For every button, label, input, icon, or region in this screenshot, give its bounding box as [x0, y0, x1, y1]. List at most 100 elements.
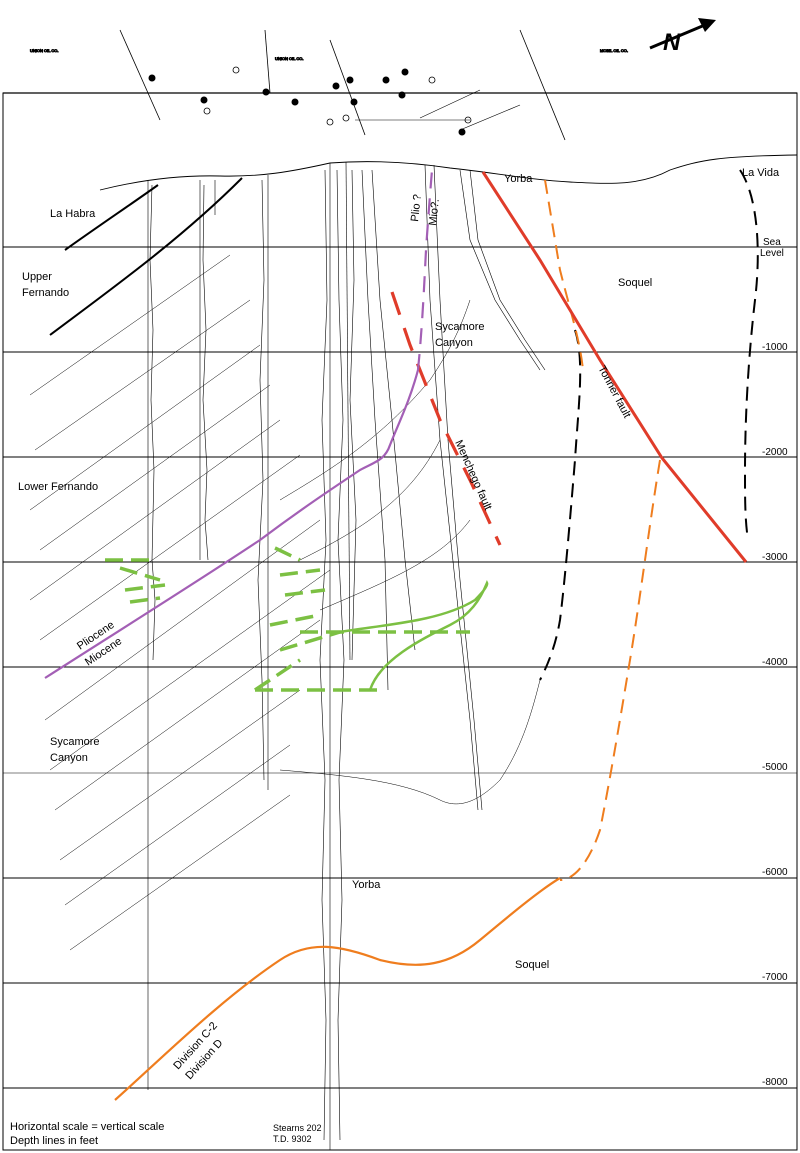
correlation-lines [29, 254, 541, 951]
well-symbol-open-icon [464, 116, 472, 124]
formation-label-lower-fernando: Lower Fernando [18, 481, 98, 493]
lease-label: UNION OIL CO. [275, 56, 304, 61]
well-symbol-open-icon [342, 114, 350, 122]
correlation-line [64, 744, 291, 906]
lease-line [119, 29, 161, 121]
map-strip: UNION OIL CO. UNION OIL CO. MOBIL OIL CO… [3, 29, 797, 141]
log-curve [349, 169, 357, 661]
green-lens [339, 579, 489, 691]
lease-label: UNION OIL CO. [30, 48, 59, 53]
well-symbol-icon [458, 128, 466, 136]
correlation-line [34, 299, 251, 451]
formation-label-sycamore-canyon: Canyon [435, 337, 473, 349]
well-symbol-icon [291, 98, 299, 106]
lease-line [519, 29, 566, 141]
depth-label: -8000 [762, 1077, 788, 1088]
well-symbol-icon [200, 96, 208, 104]
well-symbol-open-icon [203, 107, 211, 115]
sea-level-label: Sea [763, 237, 781, 248]
log-curve [371, 169, 416, 651]
well-symbol-open-icon [232, 66, 240, 74]
well-name: Stearns 202 [273, 1123, 322, 1133]
log-curve [469, 169, 546, 371]
depth-label: -4000 [762, 657, 788, 668]
yorba-soquel-boundary-black [539, 329, 582, 681]
formation-boundaries [49, 177, 243, 336]
green-lens-fill [339, 579, 489, 691]
green-marker [279, 568, 321, 577]
plio-mio-dashed-boundary [416, 169, 434, 371]
plio-label: Plio ? [409, 194, 424, 223]
log-curve [459, 169, 541, 371]
log-curve [202, 184, 209, 561]
well-label: Stearns 202 T.D. 9302 [273, 1123, 322, 1144]
well-symbol-icon [350, 98, 358, 106]
well-symbol-icon [382, 76, 390, 84]
lease-line [264, 29, 271, 94]
correlation-line [44, 519, 321, 721]
correlation-line [29, 419, 281, 601]
north-arrow-icon: N [649, 18, 716, 56]
green-marker [274, 546, 301, 562]
formation-label-yorba: Yorba [352, 879, 381, 891]
log-curve [149, 184, 156, 661]
depth-label: -6000 [762, 867, 788, 878]
log-curve [257, 179, 265, 781]
depth-lines [3, 246, 797, 1089]
menchego-fault [390, 291, 502, 546]
frame [2, 92, 798, 1151]
formation-label-la-habra: La Habra [50, 208, 96, 220]
formation-label-soquel: Soquel [618, 277, 652, 289]
well-symbol-icon [332, 82, 340, 90]
mio-label: Mio?. [427, 198, 442, 226]
depth-scale: Sea Level -1000 -2000 -3000 -4000 -5000 … [760, 237, 788, 1088]
green-marker [129, 596, 161, 604]
well-logs [147, 161, 546, 1150]
well-symbol-icon [398, 91, 406, 99]
well-symbol-icon [346, 76, 354, 84]
correlation-line [29, 254, 231, 396]
scale-notes: Horizontal scale = vertical scale Depth … [10, 1121, 164, 1147]
depth-label: -2000 [762, 447, 788, 458]
depth-label: -3000 [762, 552, 788, 563]
green-marker [124, 583, 166, 592]
correlation-line [39, 454, 301, 641]
correlation-line [39, 384, 271, 551]
pliocene-miocene-boundary [44, 369, 420, 679]
log-curve [433, 164, 483, 811]
log-curve [336, 169, 345, 1141]
division-boundary [114, 877, 561, 1101]
tonner-fault [481, 171, 748, 563]
formation-label-yorba: Yorba [504, 173, 533, 185]
depth-label: -5000 [762, 762, 788, 773]
well-bore [345, 161, 351, 661]
lease-line [329, 39, 366, 136]
green-zone-markers [105, 546, 470, 692]
well-td: T.D. 9302 [273, 1134, 312, 1144]
formation-labels: La Habra Upper Fernando Lower Fernando S… [18, 167, 780, 971]
formation-label-sycamore-canyon: Sycamore [435, 321, 485, 333]
lease-line [459, 104, 521, 131]
formation-label-sycamore-canyon: Canyon [50, 752, 88, 764]
correlation-line [29, 344, 261, 511]
correlation-line [59, 689, 301, 861]
lease-label: MOBIL OIL CO. [600, 48, 628, 53]
depth-label: -7000 [762, 972, 788, 983]
lease-line [419, 89, 481, 119]
log-curve [361, 169, 389, 691]
scale-note: Horizontal scale = vertical scale [10, 1121, 164, 1133]
orange-dashed-upper [544, 179, 584, 371]
menchego-fault-label: Menchego fault [452, 438, 494, 512]
log-curve [319, 169, 328, 1141]
green-marker [284, 588, 326, 597]
correlation-line [279, 299, 471, 501]
log-curve [424, 164, 479, 811]
formation-label-la-vida: La Vida [742, 167, 780, 179]
depth-note: Depth lines in feet [10, 1135, 98, 1147]
ground-surface [99, 154, 798, 191]
correlation-line [69, 794, 291, 951]
correlation-line [279, 679, 541, 805]
la-habra-boundary [64, 184, 159, 251]
well-symbol-open-icon [428, 76, 436, 84]
